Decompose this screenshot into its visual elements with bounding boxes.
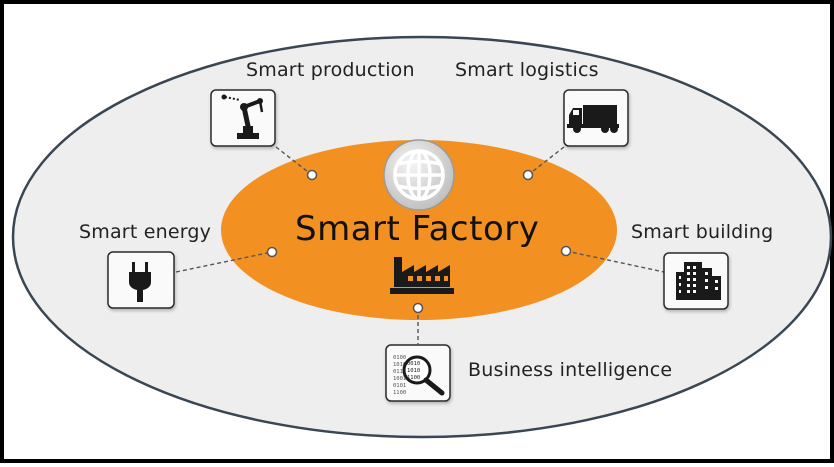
connector-dot-production [306, 169, 318, 181]
node-label-building: Smart building [631, 221, 774, 243]
connector-building [565, 250, 665, 273]
diagram-title: Smart Factory [295, 209, 540, 249]
svg-text:0010: 0010 [407, 361, 420, 367]
svg-text:1010: 1010 [393, 362, 406, 368]
diagram-canvas: 0100 1010 0110 1001 0101 1100 0010 1010 … [11, 35, 833, 439]
icon-box-production [210, 89, 276, 147]
connector-dot-logistics [522, 169, 534, 181]
connectors [175, 146, 665, 344]
svg-text:1001: 1001 [393, 376, 406, 382]
node-label-production: Smart production [246, 59, 415, 81]
svg-text:0110: 0110 [393, 369, 406, 375]
connector-dot-energy [266, 246, 278, 258]
connector-logistics [527, 146, 565, 176]
office-building-icon [676, 262, 721, 300]
connector-production [275, 146, 313, 176]
node-label-bi: Business intelligence [468, 359, 673, 381]
svg-text:0101: 0101 [393, 383, 406, 389]
node-label-energy: Smart energy [79, 221, 212, 243]
node-label-logistics: Smart logistics [455, 59, 599, 81]
svg-text:1100: 1100 [393, 390, 406, 396]
connector-dot-building [560, 245, 572, 257]
globe-icon [383, 139, 455, 211]
svg-text:1100: 1100 [407, 375, 420, 381]
center-ellipse [221, 140, 617, 320]
power-plug-icon [129, 262, 151, 302]
truck-icon [567, 105, 619, 133]
svg-text:1010: 1010 [407, 368, 420, 374]
connector-dot-bi [412, 302, 424, 314]
svg-text:0100: 0100 [393, 355, 406, 361]
robot-arm-icon [221, 94, 264, 139]
factory-icon [390, 257, 454, 294]
data-magnifier-icon: 0100 1010 0110 1001 0101 1100 0010 1010 … [393, 355, 445, 396]
connector-energy [175, 251, 273, 273]
